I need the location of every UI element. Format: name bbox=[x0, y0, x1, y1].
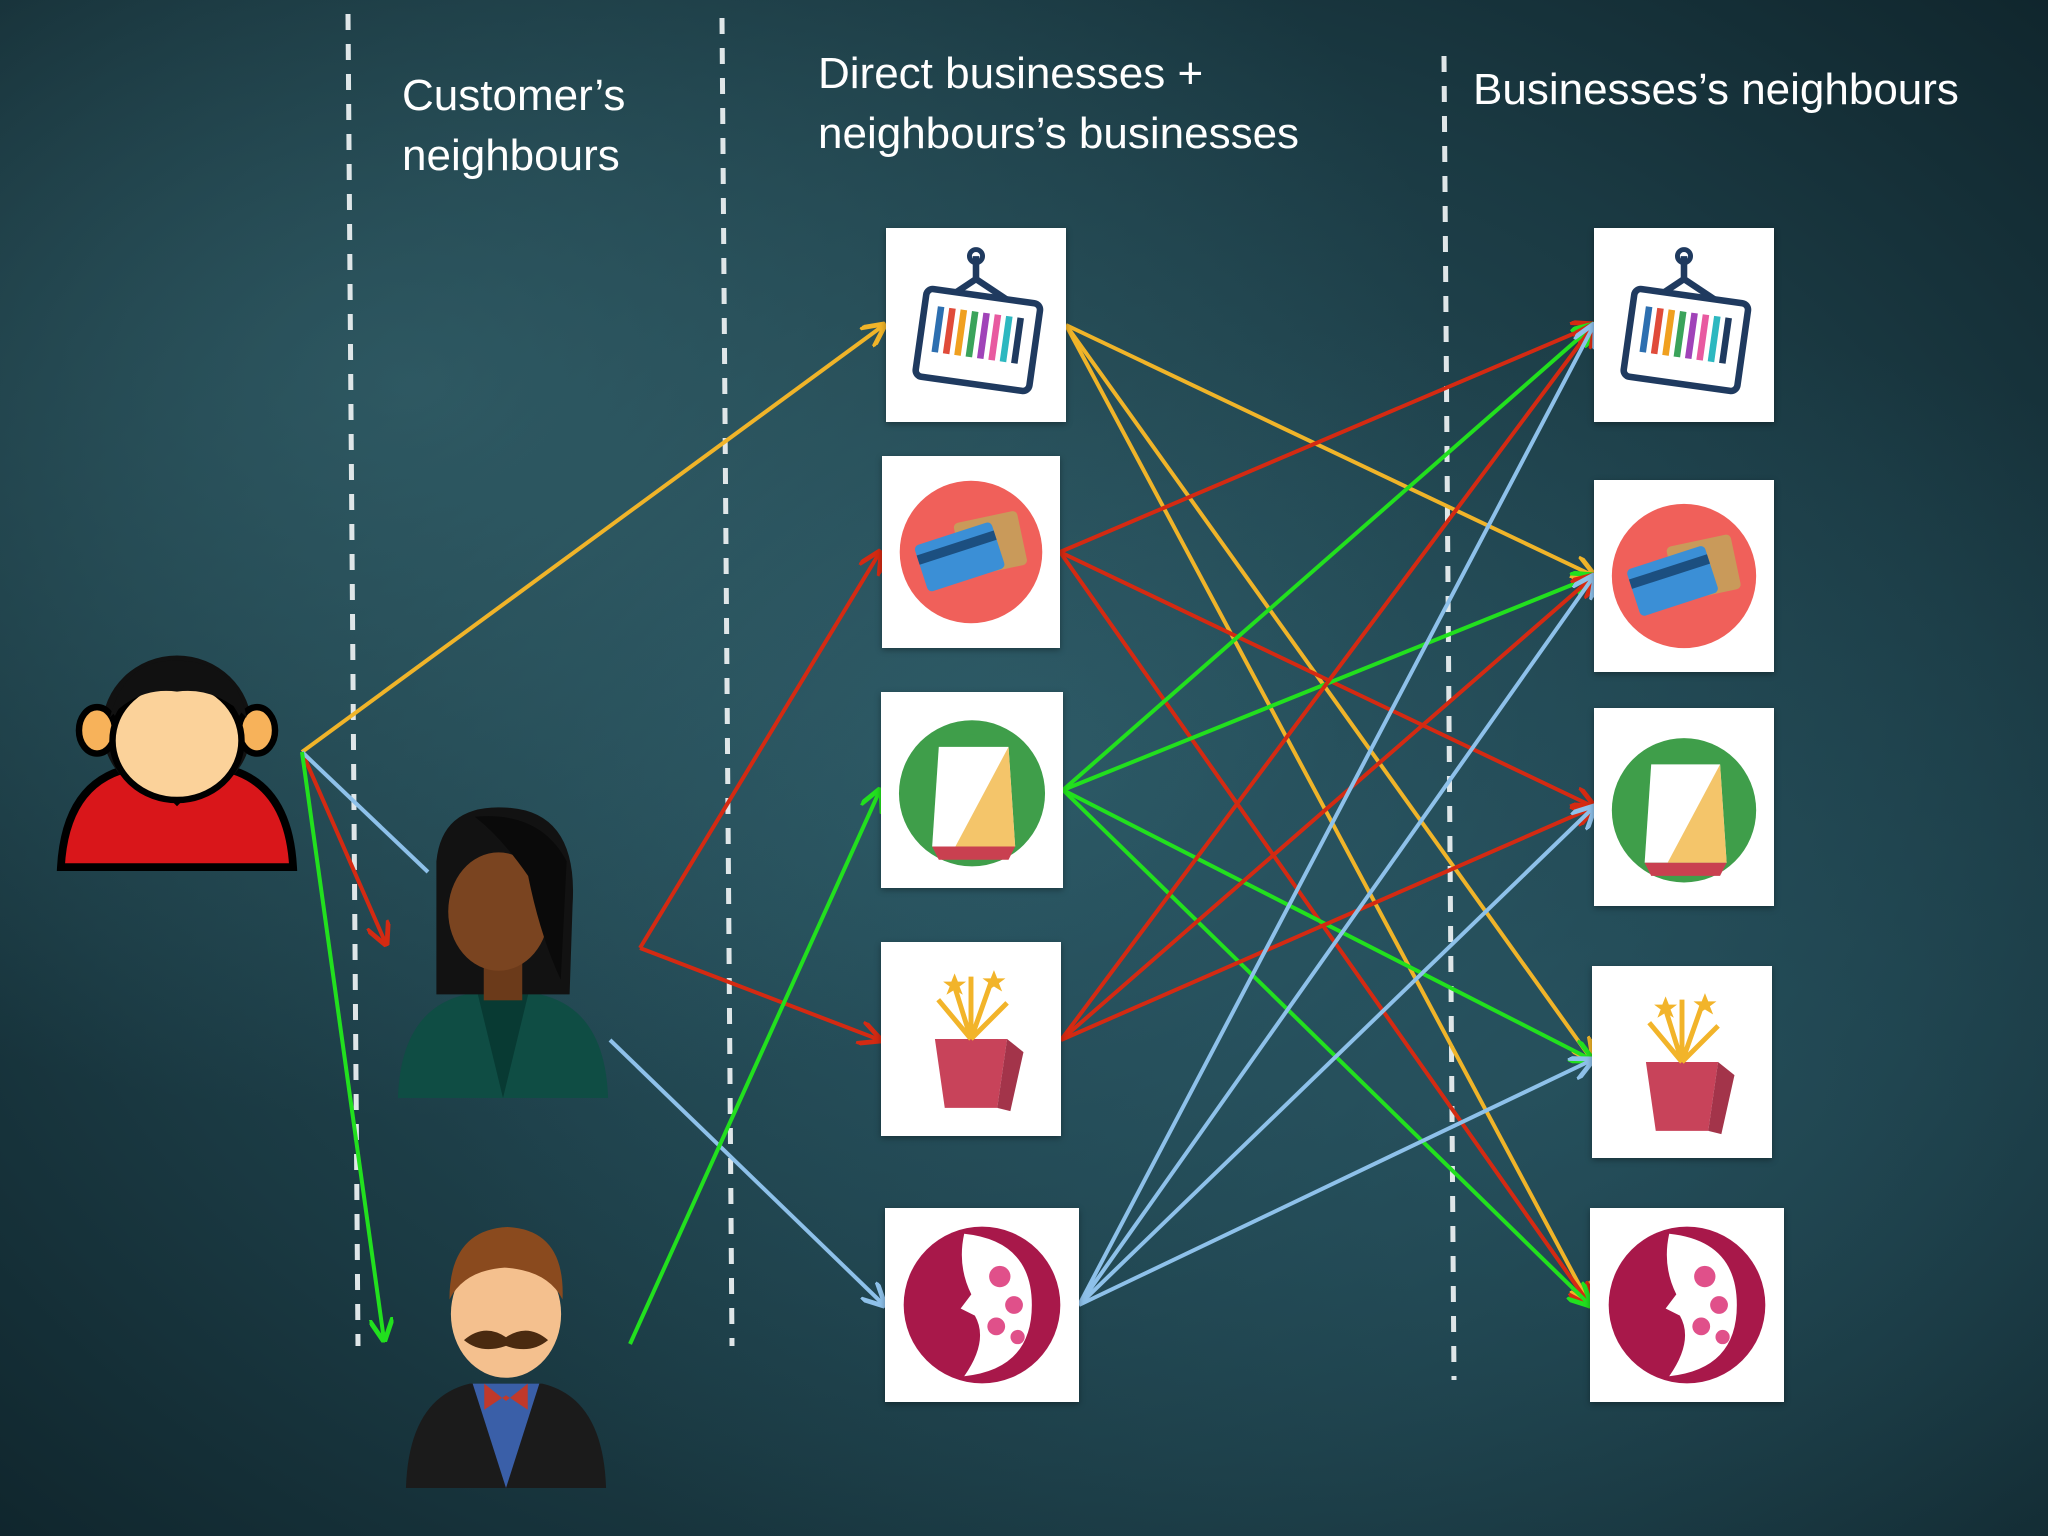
floral-face-icon bbox=[1598, 1216, 1776, 1394]
edge-business-2-to-neighbour-0 bbox=[1061, 325, 1594, 792]
edge-business-0-to-neighbour-3 bbox=[1064, 323, 1592, 1060]
edge-customer-to-man bbox=[300, 751, 384, 1340]
edge-business-3-to-neighbour-2 bbox=[1060, 807, 1594, 1042]
mustache-man-neighbour-icon bbox=[395, 1198, 617, 1488]
customer-neighbours-heading-line1: Customer’s bbox=[402, 71, 626, 120]
column-divider bbox=[1441, 55, 1457, 1381]
direct-businesses-heading: Direct businesses + neighbours’s busines… bbox=[818, 44, 1299, 164]
businesses-neighbours-heading: Businesses’s neighbours bbox=[1473, 60, 1959, 120]
edge-business-4-to-neighbour-3 bbox=[1078, 1060, 1592, 1307]
credit-card-tile-neighbour bbox=[1594, 480, 1774, 672]
edge-business-1-to-neighbour-4 bbox=[1058, 550, 1590, 1305]
direct-businesses-heading-line2: neighbours’s businesses bbox=[818, 109, 1300, 158]
edge-business-1-to-neighbour-2 bbox=[1059, 550, 1594, 807]
edge-business-1-to-neighbour-0 bbox=[1059, 325, 1594, 554]
edge-business-3-to-neighbour-0 bbox=[1059, 325, 1594, 1042]
column-divider bbox=[719, 17, 735, 1347]
customer-neighbours-heading: Customer’s neighbours bbox=[402, 66, 625, 186]
edge-business-4-to-neighbour-2 bbox=[1077, 807, 1594, 1307]
customer-neighbours-heading-line2: neighbours bbox=[402, 131, 620, 180]
customer-boy-icon bbox=[48, 622, 306, 880]
woman-neighbour-icon bbox=[392, 800, 614, 1100]
barcode-tag-icon bbox=[1602, 236, 1766, 414]
barcode-tag-tile-direct bbox=[886, 228, 1066, 422]
floral-face-tile-direct bbox=[885, 1208, 1079, 1402]
edge-woman-to-gift bbox=[639, 946, 880, 1040]
floral-face-tile-neighbour bbox=[1590, 1208, 1784, 1402]
gift-bag-tile-direct bbox=[881, 942, 1061, 1136]
businesses-neighbours-heading-line1: Businesses’s neighbours bbox=[1473, 65, 1959, 114]
direct-businesses-heading-line1: Direct businesses + bbox=[818, 49, 1204, 98]
edge-customer-to-barcode bbox=[300, 325, 884, 754]
gift-bag-stars-icon bbox=[1600, 974, 1764, 1150]
barcode-tag-icon bbox=[894, 236, 1058, 414]
edge-business-4-to-neighbour-1 bbox=[1077, 576, 1594, 1307]
edge-customer-to-woman-blue bbox=[300, 750, 430, 874]
edge-man-to-bag bbox=[628, 790, 880, 1345]
edge-customer-to-woman bbox=[300, 751, 386, 944]
edge-business-2-to-neighbour-4 bbox=[1061, 788, 1590, 1305]
edge-woman-to-cards bbox=[638, 552, 880, 950]
gift-bag-stars-icon bbox=[889, 950, 1053, 1128]
credit-card-tile-direct bbox=[882, 456, 1060, 648]
column-divider bbox=[345, 13, 361, 1347]
edge-business-3-to-neighbour-1 bbox=[1059, 576, 1594, 1042]
edge-woman-to-floral bbox=[608, 1038, 884, 1305]
barcode-tag-tile-neighbour bbox=[1594, 228, 1774, 422]
shopping-bag-icon bbox=[889, 700, 1055, 880]
edge-business-4-to-neighbour-0 bbox=[1077, 325, 1594, 1306]
shopping-bag-tile-neighbour bbox=[1594, 708, 1774, 906]
credit-card-wallet-icon bbox=[1602, 488, 1766, 664]
credit-card-wallet-icon bbox=[890, 464, 1052, 640]
shopping-bag-tile-direct bbox=[881, 692, 1063, 888]
shopping-bag-icon bbox=[1602, 716, 1766, 898]
edge-business-0-to-neighbour-4 bbox=[1064, 324, 1590, 1305]
edge-business-0-to-neighbour-1 bbox=[1065, 323, 1594, 576]
gift-bag-tile-neighbour bbox=[1592, 966, 1772, 1158]
floral-face-icon bbox=[893, 1216, 1071, 1394]
